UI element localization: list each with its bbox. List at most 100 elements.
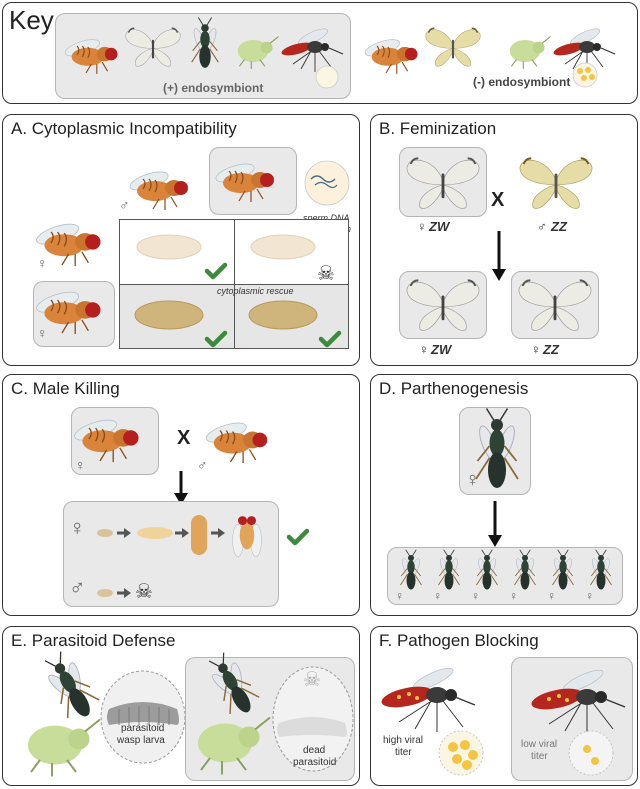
infected-mosquito-high-titer [379,663,484,776]
larva-label-line1: parasitoid [121,723,165,734]
female-symbol: ♀ [465,469,480,491]
cross-arrow [492,231,506,281]
key-positive-insects [62,16,344,89]
female-symbol: ♀ [395,589,404,603]
virus-particle [460,740,470,750]
parent-female-genotype: ZW [429,219,450,234]
mosquito-icon [529,665,626,735]
key-fly-neg-icon [362,35,419,75]
female-pupa [191,515,207,555]
female-symbol: ♀ [509,589,518,603]
virus-particle [591,757,599,765]
key-aphid-icon [237,35,280,70]
male-symbol: ♂ [119,197,130,213]
wasp-icon [201,647,264,721]
panel-d-title: D. Parthenogenesis [379,379,529,398]
panel-b-title: B. Feminization [379,119,497,138]
parent-male-genotype: ZZ [551,219,567,234]
female-symbol: ♀ [37,325,48,341]
key-butterfly-neg-icon [424,27,482,68]
female-egg [97,529,113,537]
arrow-icon [173,526,191,540]
skull-icon: ☠ [135,581,153,603]
check-icon [207,333,225,345]
key-fly-icon [62,35,119,75]
parent-female-sex: ♀ [417,219,427,234]
panel-f-title: F. Pathogen Blocking [379,631,539,650]
embryo-cell-2 [250,234,316,260]
offspring1-butterfly [405,279,481,332]
key-panel: Key (+) endosymbiont (-) endosymbiont [2,2,638,104]
rescue-note: cytoplasmic rescue [217,286,294,296]
parent-male-sex: ♂ [537,219,547,234]
female-symbol: ♀ [37,255,48,271]
male-parent-fly [203,418,268,464]
skull-icon: ☠ [317,263,335,285]
wasp-icon [514,549,536,590]
wasp-icon [476,549,498,590]
parent-female-butterfly [405,157,481,210]
low-titer-line2: titer [531,751,548,762]
offspring-wasps-box [387,547,623,605]
female-symbol: ♀ [69,515,86,540]
infected-mosquito-low-titer [529,665,626,776]
dead-label-line1: dead [303,745,326,756]
embryo-grid-figures [134,234,349,349]
mosquito-icon [379,663,476,733]
virus-particle [462,760,472,770]
female-symbol: ♀ [547,589,556,603]
aphid-icon [197,716,271,776]
wasp-icon [36,646,104,726]
offspring1-sex: ♀ [419,342,429,357]
key-negative-insects [362,25,616,88]
check-icon [207,265,225,277]
larva-label-line2: wasp larva [117,735,165,746]
reproduction-arrow [488,501,502,547]
virus-particle [452,754,462,764]
cross-symbol: X [491,189,505,211]
arrow-icon [209,526,227,540]
male-symbol: ♂ [197,457,208,473]
key-mosquito-icon [279,25,344,73]
key-negative-label: (-) endosymbiont [473,75,571,89]
dead-label-line2: parasitoid [293,757,337,768]
virus-particle [583,745,591,753]
key-aphid-neg-icon [509,35,552,70]
sperm-note-line1: sperm DNA [303,213,350,223]
key-butterfly-icon [124,27,182,68]
panel-parthenogenesis: D. Parthenogenesis ♀ ♀ ♀ ♀ ♀ ♀ ♀ [370,374,638,616]
female-larva [137,527,173,539]
key-wasp-icon [191,16,219,69]
male-egg [97,589,113,597]
parasitoid-larva [107,702,179,725]
male-fly-infected [213,159,275,203]
embryo-cell-4 [248,300,318,330]
virus-particle [468,750,478,760]
low-titer-line1: low viral [521,739,558,750]
wasp-icon [552,549,574,590]
protected-aphid-scene [197,647,354,776]
female-symbol: ♀ [471,589,480,603]
female-symbol: ♀ [585,589,594,603]
wasp-icon [400,549,422,590]
skull-icon: ☠ [303,669,321,691]
parent-male-butterfly [518,157,594,210]
panel-pathogen-blocking: F. Pathogen Blocking high viral titer lo… [370,626,638,786]
arrow-icon [115,586,133,600]
offspring2-genotype: ZZ [543,342,559,357]
panel-parasitoid-defense: E. Parasitoid Defense parasitoid wasp la… [2,626,360,786]
arrow-icon [115,526,133,540]
adult-female-fly [232,516,262,557]
virus-particle [448,742,458,752]
embryo-cell-3 [134,300,204,330]
dead-parasitoid [277,717,347,737]
cross-arrow [174,471,188,505]
cross-symbol: X [177,427,191,449]
offspring2-sex: ♀ [531,342,541,357]
offspring1-genotype: ZW [431,342,452,357]
male-fly-uninfected [127,167,189,211]
key-title: Key [9,5,54,35]
check-icon [321,333,339,345]
check-icon [285,523,313,547]
sperm-inset-icon [304,160,350,206]
